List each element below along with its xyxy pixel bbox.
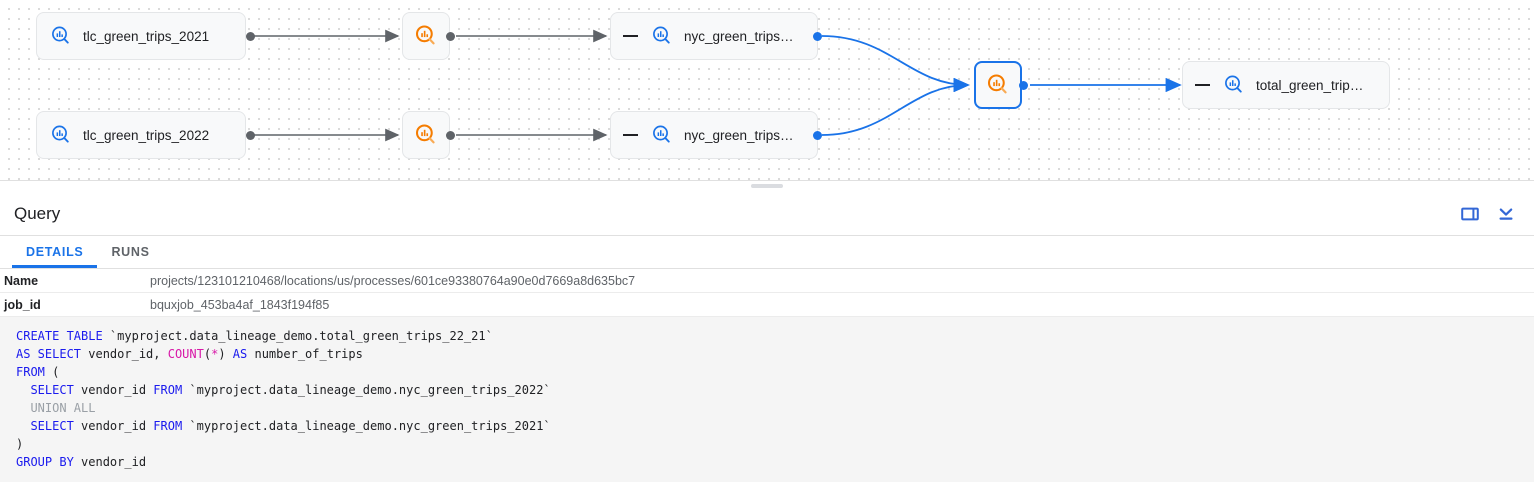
sql-code-block[interactable]: CREATE TABLE `myproject.data_lineage_dem… <box>0 317 1534 482</box>
query-panel: Query DETAILS RUNS Name projects/1231012… <box>0 192 1534 482</box>
process-search-icon <box>985 72 1011 98</box>
table-search-icon <box>1222 73 1246 97</box>
table-row: Name projects/123101210468/locations/us/… <box>0 269 1534 293</box>
tab-runs[interactable]: RUNS <box>97 236 163 268</box>
node-output-port[interactable] <box>446 31 455 41</box>
detail-key: job_id <box>4 297 41 312</box>
tab-details[interactable]: DETAILS <box>12 236 98 268</box>
lineage-node-label: total_green_trip… <box>1256 77 1364 93</box>
collapse-minus-icon[interactable] <box>623 134 638 136</box>
table-search-icon <box>650 24 674 48</box>
node-output-port[interactable] <box>246 130 255 140</box>
lineage-node-label: tlc_green_trips_2021 <box>83 28 210 44</box>
lineage-node-nyc-green-trips-2022[interactable]: nyc_green_trips… <box>610 111 818 159</box>
collapse-minus-icon[interactable] <box>1195 84 1210 86</box>
node-output-port[interactable] <box>246 31 255 41</box>
table-row: job_id bquxjob_453ba4af_1843f194f85 <box>0 293 1534 317</box>
lineage-graph-canvas[interactable]: tlc_green_trips_2021 tlc_green_trips_202… <box>0 0 1534 180</box>
collapse-minus-icon[interactable] <box>623 35 638 37</box>
panel-splitter <box>0 180 1534 192</box>
lineage-node-label: tlc_green_trips_2022 <box>83 127 210 143</box>
process-search-icon <box>413 23 439 49</box>
query-panel-tabs: DETAILS RUNS <box>0 236 1534 269</box>
page-title: Query <box>14 203 61 223</box>
table-search-icon <box>49 123 73 147</box>
detail-key: Name <box>4 273 39 288</box>
lineage-node-process-2[interactable] <box>402 111 450 159</box>
detail-value: bquxjob_453ba4af_1843f194f85 <box>150 297 330 312</box>
lineage-node-nyc-green-trips-2021[interactable]: nyc_green_trips… <box>610 12 818 60</box>
node-output-port[interactable] <box>446 130 455 140</box>
tab-label: DETAILS <box>26 245 84 259</box>
details-table: Name projects/123101210468/locations/us/… <box>0 269 1534 317</box>
lineage-node-label: nyc_green_trips… <box>684 28 794 44</box>
panel-drag-handle[interactable] <box>751 184 783 188</box>
table-search-icon <box>650 123 674 147</box>
lineage-node-process-selected[interactable] <box>974 61 1022 109</box>
tab-label: RUNS <box>111 245 150 259</box>
collapse-down-icon[interactable] <box>1492 200 1520 228</box>
lineage-node-process-1[interactable] <box>402 12 450 60</box>
lineage-node-tlc-green-trips-2021[interactable]: tlc_green_trips_2021 <box>36 12 246 60</box>
split-panel-icon[interactable] <box>1456 200 1484 228</box>
table-search-icon <box>49 24 73 48</box>
node-output-port[interactable] <box>1019 80 1028 90</box>
node-output-port[interactable] <box>813 130 822 140</box>
lineage-node-total-green-trips[interactable]: total_green_trip… <box>1182 61 1390 109</box>
sql-code-text: CREATE TABLE `myproject.data_lineage_dem… <box>16 329 551 469</box>
process-search-icon <box>413 122 439 148</box>
lineage-node-tlc-green-trips-2022[interactable]: tlc_green_trips_2022 <box>36 111 246 159</box>
query-panel-header: Query <box>0 192 1534 236</box>
node-output-port[interactable] <box>813 31 822 41</box>
lineage-node-label: nyc_green_trips… <box>684 127 794 143</box>
detail-value: projects/123101210468/locations/us/proce… <box>150 273 636 288</box>
